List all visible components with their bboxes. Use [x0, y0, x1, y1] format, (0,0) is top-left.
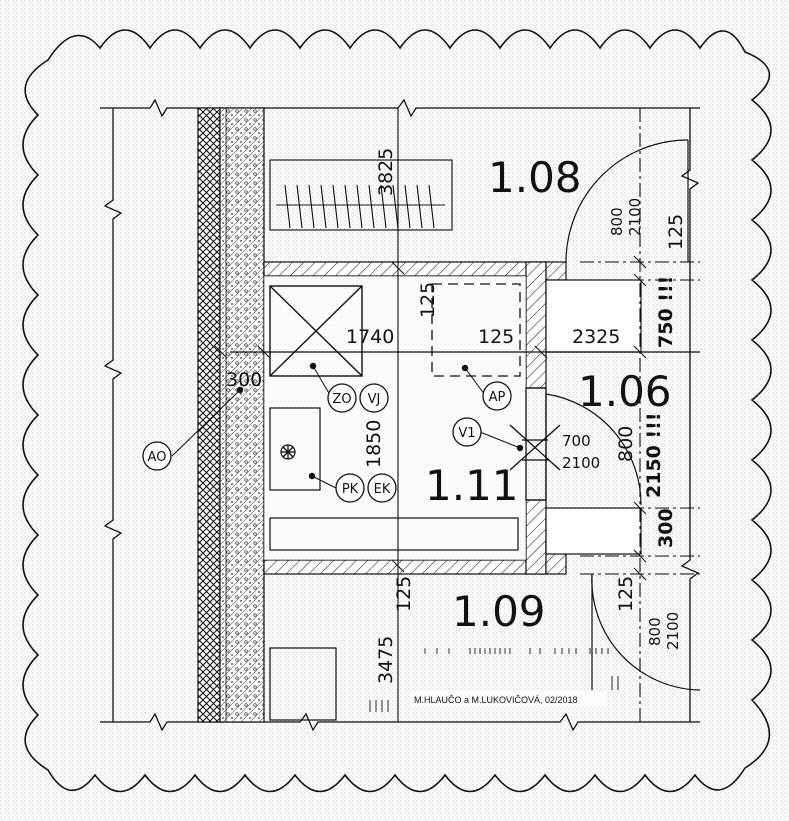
break-lines: [100, 98, 700, 732]
dim-800-top: 800: [608, 207, 626, 236]
duct-shaft: [269, 285, 363, 377]
cabinet-pk-ek: [269, 407, 321, 491]
dim-125-bottom-left: 125: [393, 576, 415, 612]
dim-300-right: 300: [655, 508, 677, 548]
floor-drain-icon: [280, 444, 296, 460]
dim-700: 700: [562, 432, 591, 450]
bathtub: [269, 517, 519, 551]
air-unit-dashed: [431, 283, 521, 377]
label-ap: AP: [489, 390, 506, 405]
storage-box: [269, 647, 337, 721]
dimension-lines: [214, 108, 700, 722]
exterior-wall-masonry: [197, 107, 221, 723]
label-pk: PK: [342, 482, 359, 497]
radiator: [269, 159, 453, 231]
dim-2100-bottom: 2100: [664, 612, 682, 650]
dim-800-door: 800: [615, 426, 637, 462]
room-1-11: 1.11: [425, 461, 519, 510]
dim-1740: 1740: [346, 326, 394, 348]
dim-125-bottom-right: 125: [615, 576, 637, 612]
dim-125-horizontal: 125: [478, 326, 514, 348]
label-vj: VJ: [368, 392, 381, 407]
label-ao: AO: [148, 450, 167, 465]
dim-1850: 1850: [363, 420, 385, 468]
dim-3825: 3825: [375, 148, 397, 196]
exterior-wall-insulation: [219, 107, 265, 723]
label-zo: ZO: [332, 392, 351, 407]
dim-2100-door: 2100: [562, 454, 600, 472]
author-credit: M.HLAUČO a M.LUKOVIČOVÁ, 02/2018: [414, 695, 578, 705]
dim-2100-top: 2100: [626, 198, 644, 236]
room-1-09: 1.09: [452, 587, 546, 636]
leader-lines: [171, 365, 521, 489]
dim-2325: 2325: [572, 326, 620, 348]
scale-ticks: [369, 648, 619, 712]
label-circles: [142, 381, 512, 503]
dim-750: 750 !!!: [655, 276, 677, 348]
dim-125-right-top: 125: [665, 214, 687, 250]
room-1-06: 1.06: [578, 367, 672, 416]
revision-cloud: [22, 29, 772, 793]
leader-dots: [236, 362, 524, 480]
label-v1: V1: [458, 426, 475, 441]
room-1-08: 1.08: [488, 153, 582, 202]
window-v1: [509, 387, 561, 501]
label-ek: EK: [374, 482, 391, 497]
dim-125-vertical: 125: [417, 282, 439, 318]
dim-300-left: 300: [226, 369, 262, 391]
dim-3475: 3475: [375, 636, 397, 684]
dim-2150: 2150 !!!: [643, 413, 665, 499]
dim-800-bottom: 800: [646, 617, 664, 646]
